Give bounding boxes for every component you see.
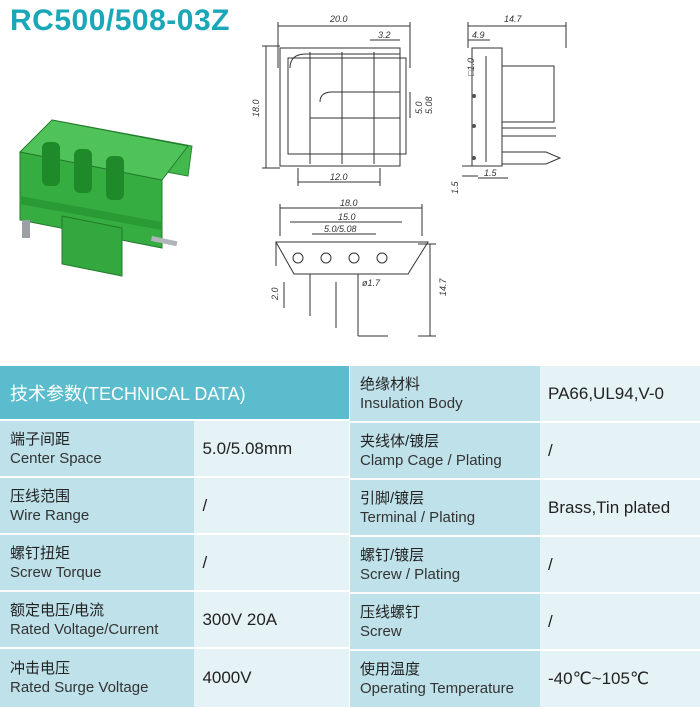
dim-top-bottom: 12.0	[330, 172, 348, 182]
row-value: /	[540, 594, 700, 649]
drawing-side-view: 14.7 4.9 □1.0 1.5 1.5	[450, 14, 567, 194]
row-value: /	[194, 478, 349, 533]
row-label-en: Terminal / Plating	[360, 508, 476, 526]
dim-front-width: 18.0	[340, 198, 358, 208]
table-row: 冲击电压 Rated Surge Voltage 4000V	[0, 649, 349, 709]
row-label-en: Screw	[360, 622, 402, 640]
row-label-en: Insulation Body	[360, 394, 463, 412]
table-header-row: 技术参数(TECHNICAL DATA)	[0, 366, 349, 421]
table-header: 技术参数(TECHNICAL DATA)	[0, 366, 349, 419]
row-value: PA66,UL94,V-0	[540, 366, 700, 421]
dim-side-small-b: 1.5	[484, 168, 498, 178]
row-label-zh: 使用温度	[360, 661, 421, 678]
row-label: 使用温度 Operating Temperature	[350, 651, 540, 707]
row-label-zh: 螺钉/镀层	[360, 546, 425, 564]
row-label-zh: 压线范围	[10, 487, 71, 505]
row-label: 冲击电压 Rated Surge Voltage	[0, 649, 195, 707]
row-label-zh: 端子间距	[10, 430, 71, 448]
row-value: 300V 20A	[194, 592, 349, 647]
dim-front-inner: 15.0	[338, 212, 356, 222]
row-label-en: Clamp Cage / Plating	[360, 451, 502, 469]
row-value: 5.0/5.08mm	[194, 421, 349, 476]
row-value: 4000V	[194, 649, 349, 707]
drawing-front-view: 18.0 15.0 5.0/5.08 ø1.7 2.0 14.7	[270, 198, 448, 337]
row-label-zh: 额定电压/电流	[10, 601, 105, 619]
dim-front-pin: 2.0	[270, 287, 280, 301]
product-ridge	[20, 196, 162, 230]
row-label-en: Screw / Plating	[360, 565, 461, 583]
row-label-zh: 绝缘材料	[360, 375, 421, 393]
product-image	[18, 119, 193, 277]
row-value: Brass,Tin plated	[540, 480, 700, 535]
row-label-zh: 引脚/镀层	[360, 489, 425, 507]
dim-front-hole: ø1.7	[362, 278, 381, 288]
product-lower	[61, 215, 123, 277]
dim-front-height: 14.7	[438, 277, 448, 296]
row-value: /	[194, 535, 349, 590]
row-value: /	[540, 537, 700, 592]
row-label-zh: 夹线体/镀层	[360, 432, 440, 450]
dim-side-width: 14.7	[504, 14, 523, 24]
dim-side-offset: 4.9	[472, 30, 485, 40]
dim-top-pitch-a: 5.0	[414, 101, 424, 114]
dim-top-pitch-b: 5.08	[424, 96, 434, 114]
dim-side-square: □1.0	[466, 58, 476, 76]
dim-top-pin: 3.2	[378, 30, 391, 40]
dim-top-width: 20.0	[329, 14, 348, 24]
product-title: RC500/508-03Z	[10, 4, 230, 37]
row-label-zh: 冲击电压	[10, 660, 71, 677]
row-label-en: Operating Temperature	[360, 680, 514, 697]
row-label-en: Screw Torque	[10, 563, 102, 581]
row-value: /	[540, 423, 700, 478]
row-label-zh: 螺钉扭矩	[10, 544, 71, 562]
drawing-top-view: 20.0 3.2 18.0 5.0 5.08 12.0	[251, 14, 434, 186]
row-label-en: Rated Surge Voltage	[10, 679, 149, 696]
row-label-en: Rated Voltage/Current	[10, 620, 159, 638]
row-label-zh: 压线螺钉	[360, 603, 421, 621]
product-slots	[42, 142, 124, 200]
dim-side-small-a: 1.5	[450, 180, 460, 194]
row-label-en: Wire Range	[10, 506, 90, 524]
row-label-en: Center Space	[10, 449, 102, 467]
dim-top-height: 18.0	[251, 99, 261, 117]
dim-front-pitch: 5.0/5.08	[324, 224, 357, 234]
row-value: -40℃~105℃	[540, 651, 700, 707]
product-pin	[22, 220, 30, 238]
table-row: 使用温度 Operating Temperature -40℃~105℃	[350, 651, 700, 709]
